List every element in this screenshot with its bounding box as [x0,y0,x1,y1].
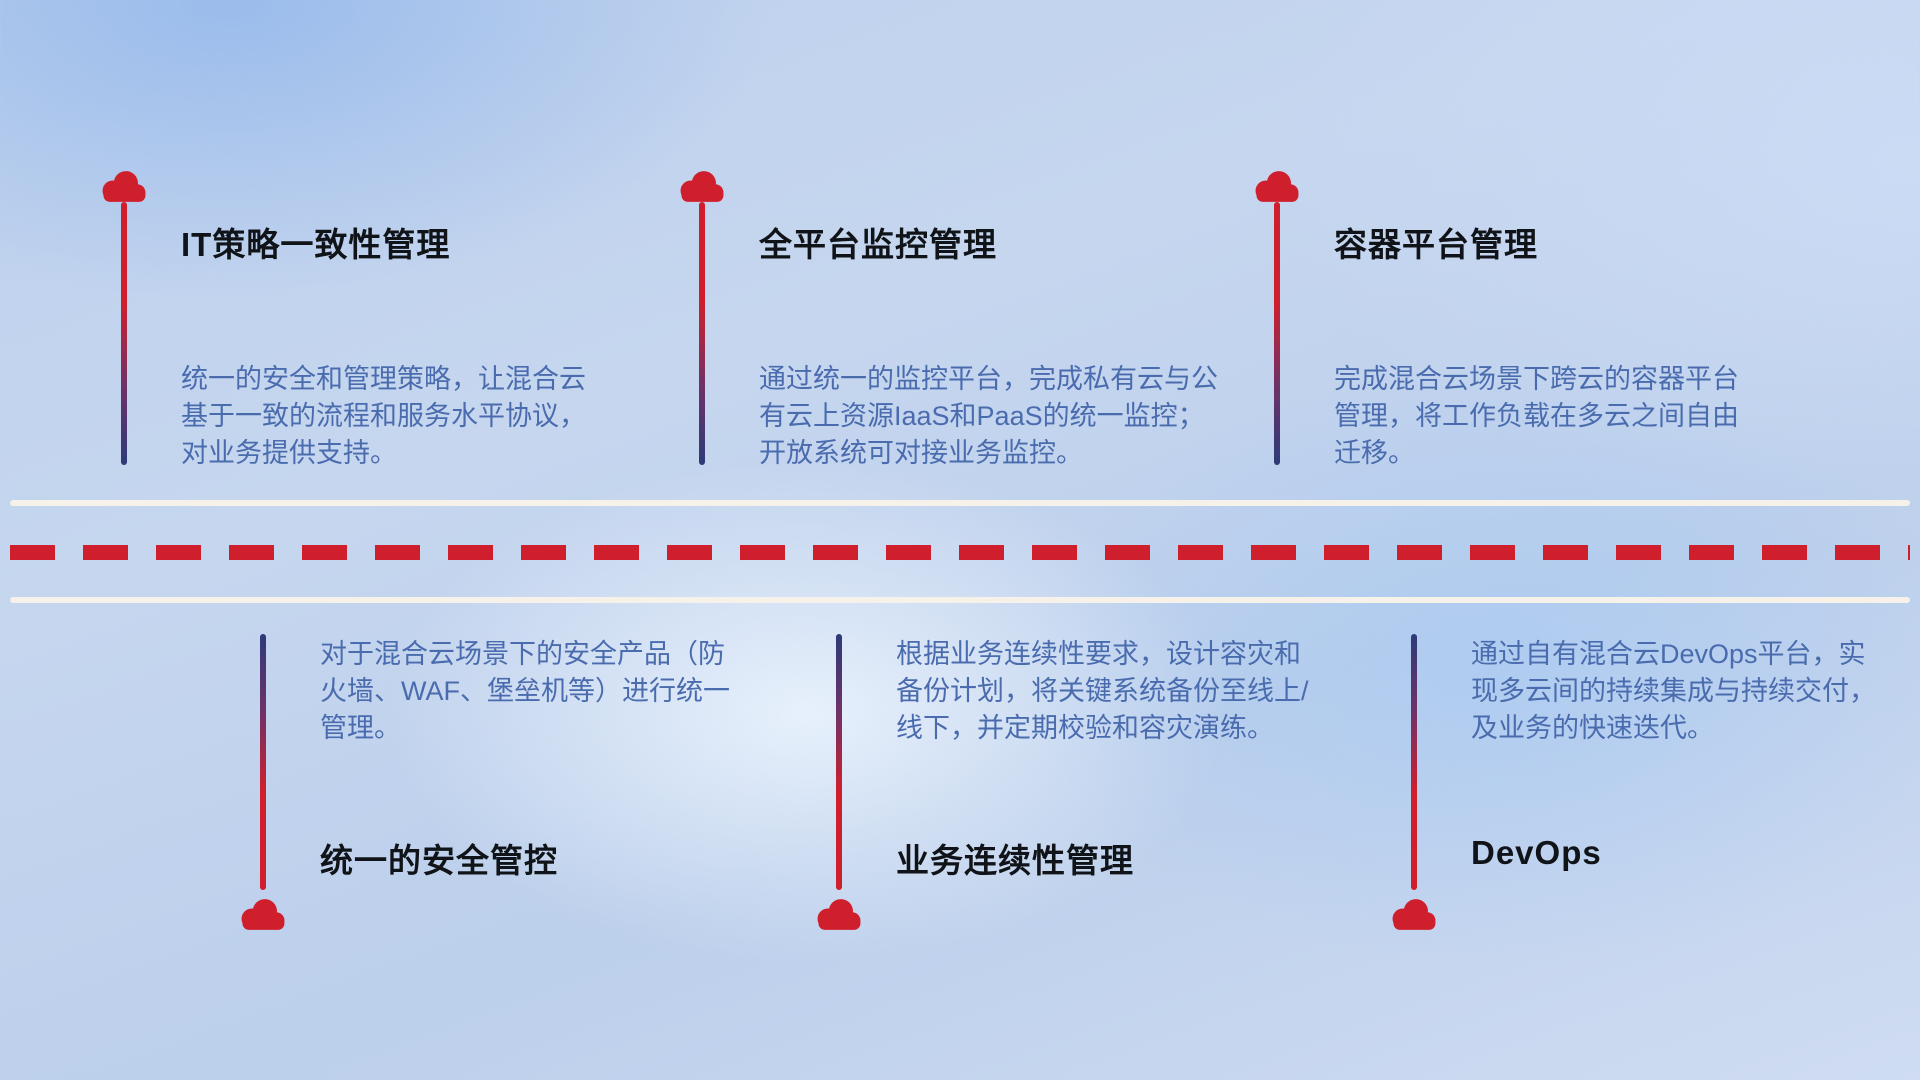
cloud-icon [674,168,730,206]
item-title: 统一的安全管控 [320,842,558,879]
timeline-item-business-continuity: 根据业务连续性要求，设计容灾和备份计划，将关键系统备份至线上/线下，并定期校验和… [811,634,1351,954]
item-description: 统一的安全和管理策略，让混合云基于一致的流程和服务水平协议，对业务提供支持。 [181,364,586,468]
road-dashed-centerline [10,545,1910,560]
item-description: 完成混合云场景下跨云的容器平台管理，将工作负载在多云之间自由迁移。 [1334,364,1739,468]
road-line-top [10,500,1910,506]
item-title: 容器平台管理 [1334,226,1538,263]
timeline-item-devops: 通过自有混合云DevOps平台，实现多云间的持续集成与持续交付，及业务的快速迭代… [1386,634,1920,954]
connector-line [699,202,705,465]
cloud-icon [1386,896,1442,934]
item-title: IT策略一致性管理 [181,226,451,263]
connector-line [121,202,127,465]
connector-line [836,634,842,890]
item-title: 业务连续性管理 [896,842,1134,879]
item-description: 根据业务连续性要求，设计容灾和备份计划，将关键系统备份至线上/线下，并定期校验和… [896,639,1309,743]
timeline-item-container-platform: 容器平台管理 完成混合云场景下跨云的容器平台管理，将工作负载在多云之间自由迁移。 [1249,168,1789,478]
cloud-icon [96,168,152,206]
item-title: 全平台监控管理 [759,226,997,263]
connector-line [1411,634,1417,890]
cloud-icon [811,896,867,934]
cloud-icon [235,896,291,934]
timeline-item-it-policy: IT策略一致性管理 统一的安全和管理策略，让混合云基于一致的流程和服务水平协议，… [96,168,636,478]
timeline-item-monitoring: 全平台监控管理 通过统一的监控平台，完成私有云与公有云上资源IaaS和PaaS的… [674,168,1218,478]
connector-line [260,634,266,890]
road-line-bottom [10,597,1910,603]
connector-line [1274,202,1280,465]
item-description: 对于混合云场景下的安全产品（防火墙、WAF、堡垒机等）进行统一管理。 [320,639,730,743]
item-description: 通过统一的监控平台，完成私有云与公有云上资源IaaS和PaaS的统一监控；开放系… [759,364,1218,468]
item-title: DevOps [1471,834,1602,871]
item-description: 通过自有混合云DevOps平台，实现多云间的持续集成与持续交付，及业务的快速迭代… [1471,639,1876,743]
timeline-item-security-control: 对于混合云场景下的安全产品（防火墙、WAF、堡垒机等）进行统一管理。 统一的安全… [235,634,775,954]
cloud-icon [1249,168,1305,206]
